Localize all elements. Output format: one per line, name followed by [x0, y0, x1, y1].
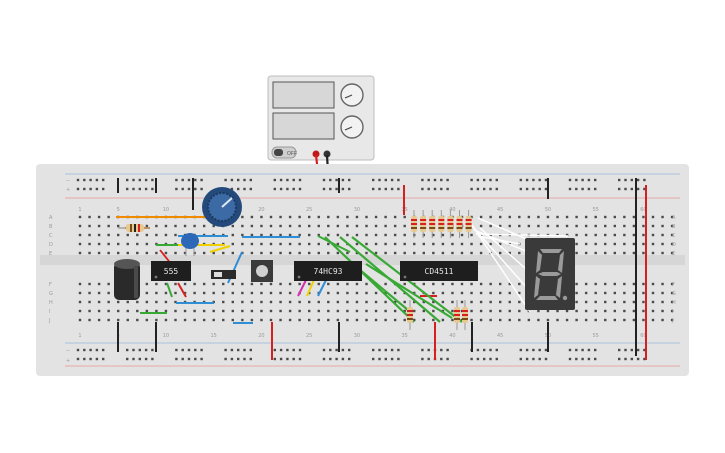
row-letter: C — [672, 233, 676, 239]
resistor-bank-top[interactable] — [411, 210, 472, 238]
resistor-bank-bottom[interactable] — [407, 300, 468, 330]
positive-terminal[interactable] — [312, 150, 320, 158]
row-letter: F — [49, 282, 52, 288]
chip-555[interactable]: 555 — [151, 261, 191, 281]
row-letter: B — [672, 224, 676, 230]
chip-74hc93-label: 74HC93 — [314, 267, 343, 276]
resistor-timing[interactable] — [118, 224, 150, 232]
potentiometer[interactable] — [202, 187, 242, 227]
column-number-bottom: 1 — [78, 333, 81, 339]
switch-label: OFF — [287, 151, 297, 157]
column-number-top: 5 — [117, 207, 120, 213]
rail-plus-bottom: + — [66, 358, 70, 364]
row-letter: J — [671, 318, 673, 324]
rail-minus-bottom: − — [66, 348, 70, 354]
column-number-bottom: 45 — [497, 333, 503, 339]
chip-555-label: 555 — [164, 267, 179, 276]
column-number-top: 30 — [354, 207, 360, 213]
chip-cd4511[interactable]: CD4511 — [400, 261, 478, 281]
column-number-bottom: 60 — [640, 333, 646, 339]
display-digit: 8 — [550, 302, 551, 304]
column-number-bottom: 40 — [449, 333, 455, 339]
row-letter: E — [49, 251, 52, 257]
row-letter: F — [672, 282, 675, 288]
column-number-top: 45 — [497, 207, 503, 213]
rail-jumpers[interactable] — [117, 178, 647, 360]
center-channel — [40, 255, 685, 265]
chip-74hc93[interactable]: 74HC93 — [294, 261, 362, 281]
column-number-top: 20 — [258, 207, 264, 213]
row-letter: H — [49, 300, 53, 306]
column-number-top: 60 — [640, 207, 646, 213]
column-number-bottom: 20 — [258, 333, 264, 339]
row-letter: C — [49, 233, 53, 239]
row-letter: A — [49, 215, 53, 221]
column-number-bottom: 10 — [163, 333, 169, 339]
row-letter: D — [49, 242, 53, 248]
seven-segment-display[interactable]: 8 — [525, 238, 575, 310]
electrolytic-capacitor[interactable] — [114, 259, 140, 300]
column-number-bottom: 25 — [306, 333, 312, 339]
column-number-top: 25 — [306, 207, 312, 213]
negative-terminal[interactable] — [323, 150, 331, 158]
row-letter: I — [49, 309, 50, 315]
push-button[interactable] — [251, 260, 273, 282]
row-letter: D — [672, 242, 676, 248]
row-letter: G — [672, 291, 676, 297]
rail-plus-top: + — [66, 187, 70, 193]
green-bus-wires[interactable] — [324, 236, 463, 323]
column-number-top: 55 — [593, 207, 599, 213]
column-number-bottom: 15 — [211, 333, 217, 339]
row-letter: H — [672, 300, 676, 306]
slide-switch[interactable] — [211, 270, 236, 279]
column-number-bottom: 35 — [402, 333, 408, 339]
column-number-bottom: 55 — [593, 333, 599, 339]
ceramic-capacitor[interactable] — [181, 233, 199, 256]
row-letter: B — [49, 224, 53, 230]
power-supply[interactable]: OFF — [267, 75, 375, 161]
row-letter: J — [48, 318, 50, 324]
chip-cd4511-label: CD4511 — [425, 267, 454, 276]
column-number-top: 1 — [78, 207, 81, 213]
column-number-top: 50 — [545, 207, 551, 213]
row-letter: E — [672, 251, 675, 257]
column-number-top: 40 — [449, 207, 455, 213]
row-letter: G — [49, 291, 53, 297]
rail-minus-top: − — [66, 178, 70, 184]
row-letter: I — [672, 309, 673, 315]
breadboard-holes — [76, 178, 674, 361]
display-segments — [534, 249, 568, 301]
column-number-bottom: 30 — [354, 333, 360, 339]
row-letter: A — [672, 215, 676, 221]
column-number-top: 10 — [163, 207, 169, 213]
